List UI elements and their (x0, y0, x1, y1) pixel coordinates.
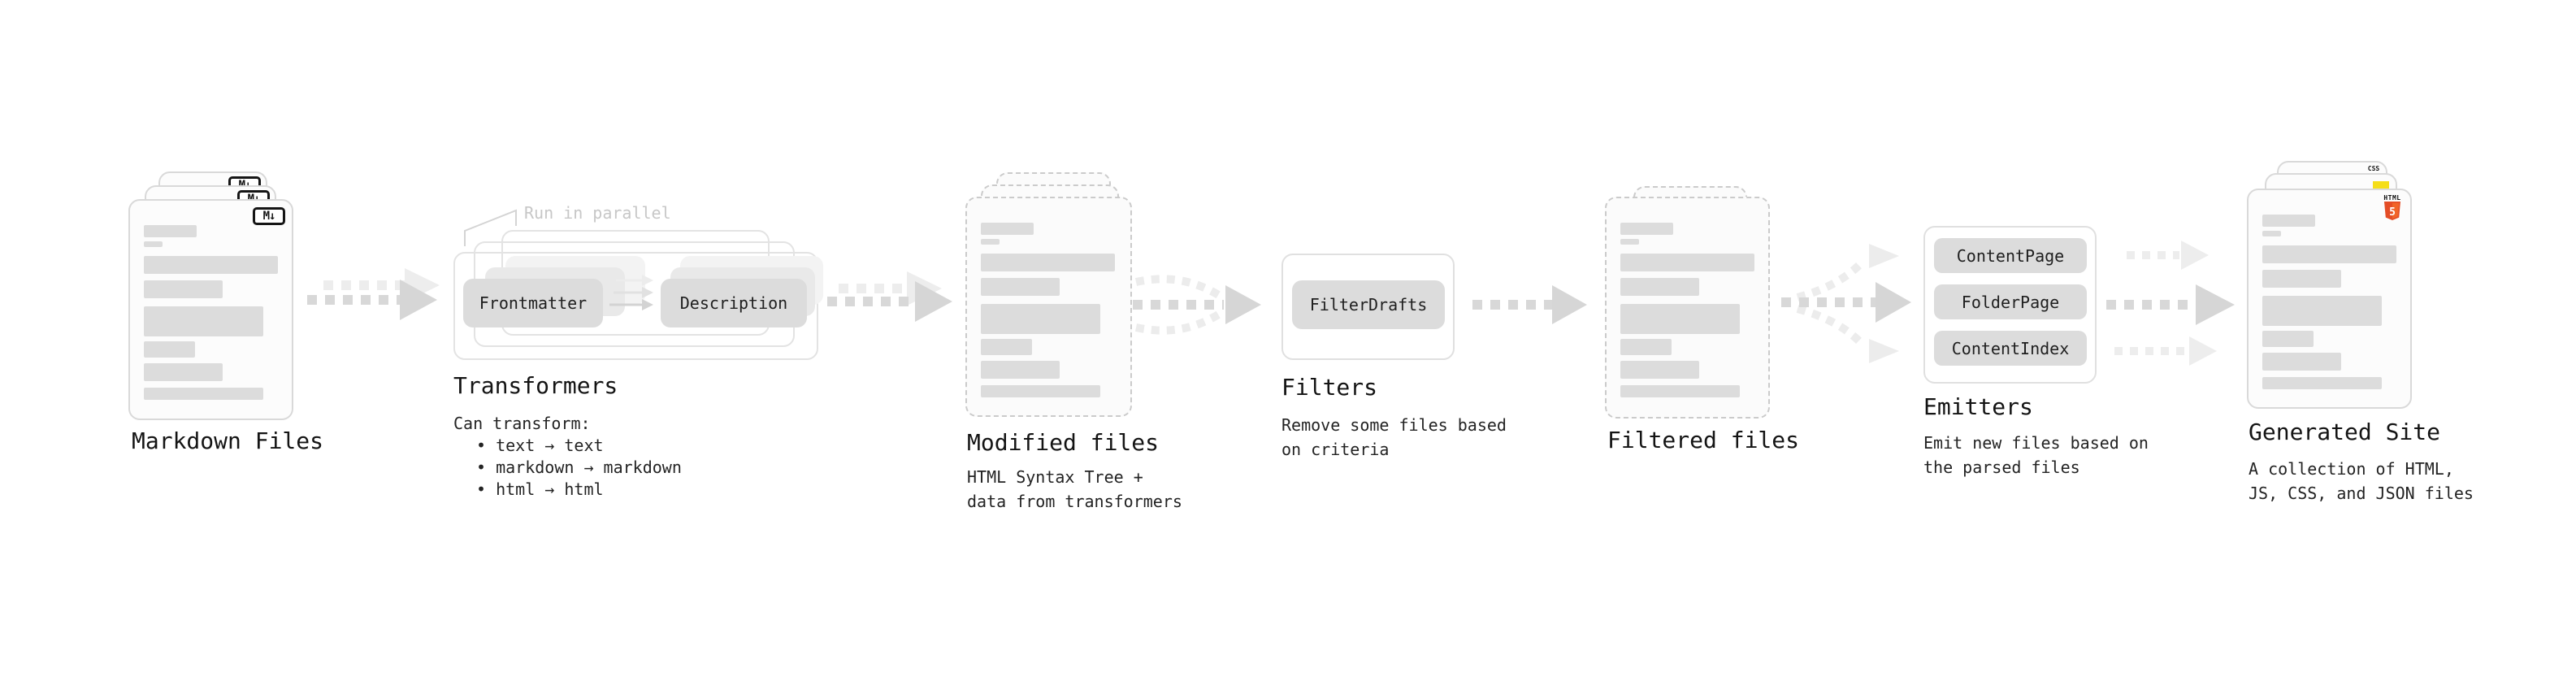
doc-content-bar (981, 223, 1034, 235)
doc-content-bar (144, 256, 278, 274)
generated-doc-card-front: HTML 5 (2247, 189, 2412, 409)
filterdrafts-pill: FilterDrafts (1292, 280, 1445, 329)
doc-content-bar (144, 280, 223, 298)
doc-content-bar (981, 385, 1100, 397)
doc-content-bar (144, 241, 163, 247)
arrow-emitters-to-generated (2106, 241, 2235, 366)
transformer-box-front (453, 252, 818, 360)
markdown-icon-glyph: M↓ (262, 210, 276, 223)
can-transform-title: Can transform: (453, 414, 591, 433)
transform-bullet: • text → text (476, 436, 604, 455)
arrow-transformers-to-modified (827, 271, 952, 322)
desc-line: data from transformers (967, 492, 1182, 511)
contentpage-pill-label: ContentPage (1956, 245, 2065, 266)
stage-label-emitters: Emitters (1923, 393, 2033, 420)
stage-label-markdown-files: Markdown Files (132, 427, 324, 454)
doc-content-bar (2262, 215, 2315, 227)
doc-content-bar (2262, 296, 2382, 326)
arrow-markdown-to-transformers (307, 268, 440, 320)
doc-content-bar (1620, 385, 1740, 397)
doc-content-bar (981, 278, 1060, 296)
stage-label-transformers: Transformers (453, 372, 618, 399)
desc-line: the parsed files (1923, 458, 2080, 477)
transform-bullet: • html → html (476, 479, 604, 499)
folderpage-pill: FolderPage (1934, 284, 2087, 319)
javascript-icon (2373, 181, 2389, 190)
doc-content-bar (981, 254, 1115, 271)
frontmatter-pill: Frontmatter (463, 279, 603, 327)
contentindex-pill-label: ContentIndex (1951, 338, 2070, 358)
modified-files-description: HTML Syntax Tree + data from transformer… (967, 465, 1182, 514)
doc-content-bar (1620, 254, 1754, 271)
run-in-parallel-note: Run in parallel (524, 203, 671, 223)
markdown-doc-card-front: M↓ (128, 199, 293, 420)
desc-line: Remove some files based (1281, 415, 1507, 435)
stage-label-modified-files: Modified files (967, 429, 1160, 456)
doc-content-bar (2262, 331, 2314, 347)
arrow-filters-to-filtered (1472, 285, 1587, 324)
doc-content-bar (1620, 223, 1673, 235)
html5-shield: 5 (2384, 202, 2400, 220)
doc-content-bar (1620, 239, 1639, 245)
doc-content-bar (1620, 361, 1699, 379)
modified-doc-card-front (965, 197, 1132, 417)
contentindex-pill: ContentIndex (1934, 331, 2087, 366)
transformers-description: Can transform: • text → text • markdown … (453, 413, 682, 501)
generated-site-description: A collection of HTML, JS, CSS, and JSON … (2249, 457, 2474, 505)
filtered-doc-card-front (1605, 197, 1770, 419)
frontmatter-pill-label: Frontmatter (479, 293, 588, 313)
doc-content-bar (981, 304, 1100, 334)
description-pill-label: Description (679, 293, 788, 313)
description-pill: Description (661, 279, 807, 327)
doc-content-bar (981, 339, 1032, 355)
emitters-description: Emit new files based on the parsed files (1923, 431, 2149, 479)
doc-content-bar (144, 341, 195, 358)
folderpage-pill-label: FolderPage (1961, 292, 2060, 312)
stage-label-filters: Filters (1281, 374, 1378, 401)
doc-content-bar (144, 225, 197, 237)
doc-content-bar (1620, 278, 1699, 296)
doc-content-bar (144, 363, 223, 381)
markdown-icon: M↓ (253, 207, 285, 225)
stage-label-generated-site: Generated Site (2249, 419, 2441, 445)
doc-content-bar (1620, 304, 1740, 334)
doc-content-bar (144, 306, 263, 336)
html5-icon-number: 5 (2389, 206, 2396, 219)
filterdrafts-pill-label: FilterDrafts (1309, 295, 1428, 314)
doc-content-bar (981, 239, 1000, 245)
doc-content-bar (2262, 245, 2396, 263)
doc-content-bar (2262, 231, 2281, 236)
doc-content-bar (2262, 353, 2341, 371)
doc-content-bar (144, 388, 263, 400)
doc-content-bar (2262, 270, 2341, 288)
html5-icon-label: HTML (2383, 194, 2401, 202)
contentpage-pill: ContentPage (1934, 238, 2087, 273)
arrow-modified-to-filters-merge (1133, 275, 1261, 335)
doc-content-bar (981, 361, 1060, 379)
desc-line: on criteria (1281, 440, 1390, 459)
doc-content-bar (2262, 377, 2382, 389)
html5-icon: HTML 5 (2383, 194, 2402, 224)
desc-line: HTML Syntax Tree + (967, 467, 1143, 487)
desc-line: Emit new files based on (1923, 433, 2149, 453)
stage-label-filtered-files: Filtered files (1607, 427, 1800, 453)
desc-line: JS, CSS, and JSON files (2249, 484, 2474, 503)
doc-content-bar (1620, 339, 1672, 355)
css-icon-label: CSS (2367, 165, 2380, 172)
desc-line: A collection of HTML, (2249, 459, 2454, 479)
arrow-filtered-to-emitters-split (1781, 244, 1911, 363)
transform-bullet: • markdown → markdown (476, 458, 682, 477)
filters-description: Remove some files based on criteria (1281, 413, 1507, 462)
